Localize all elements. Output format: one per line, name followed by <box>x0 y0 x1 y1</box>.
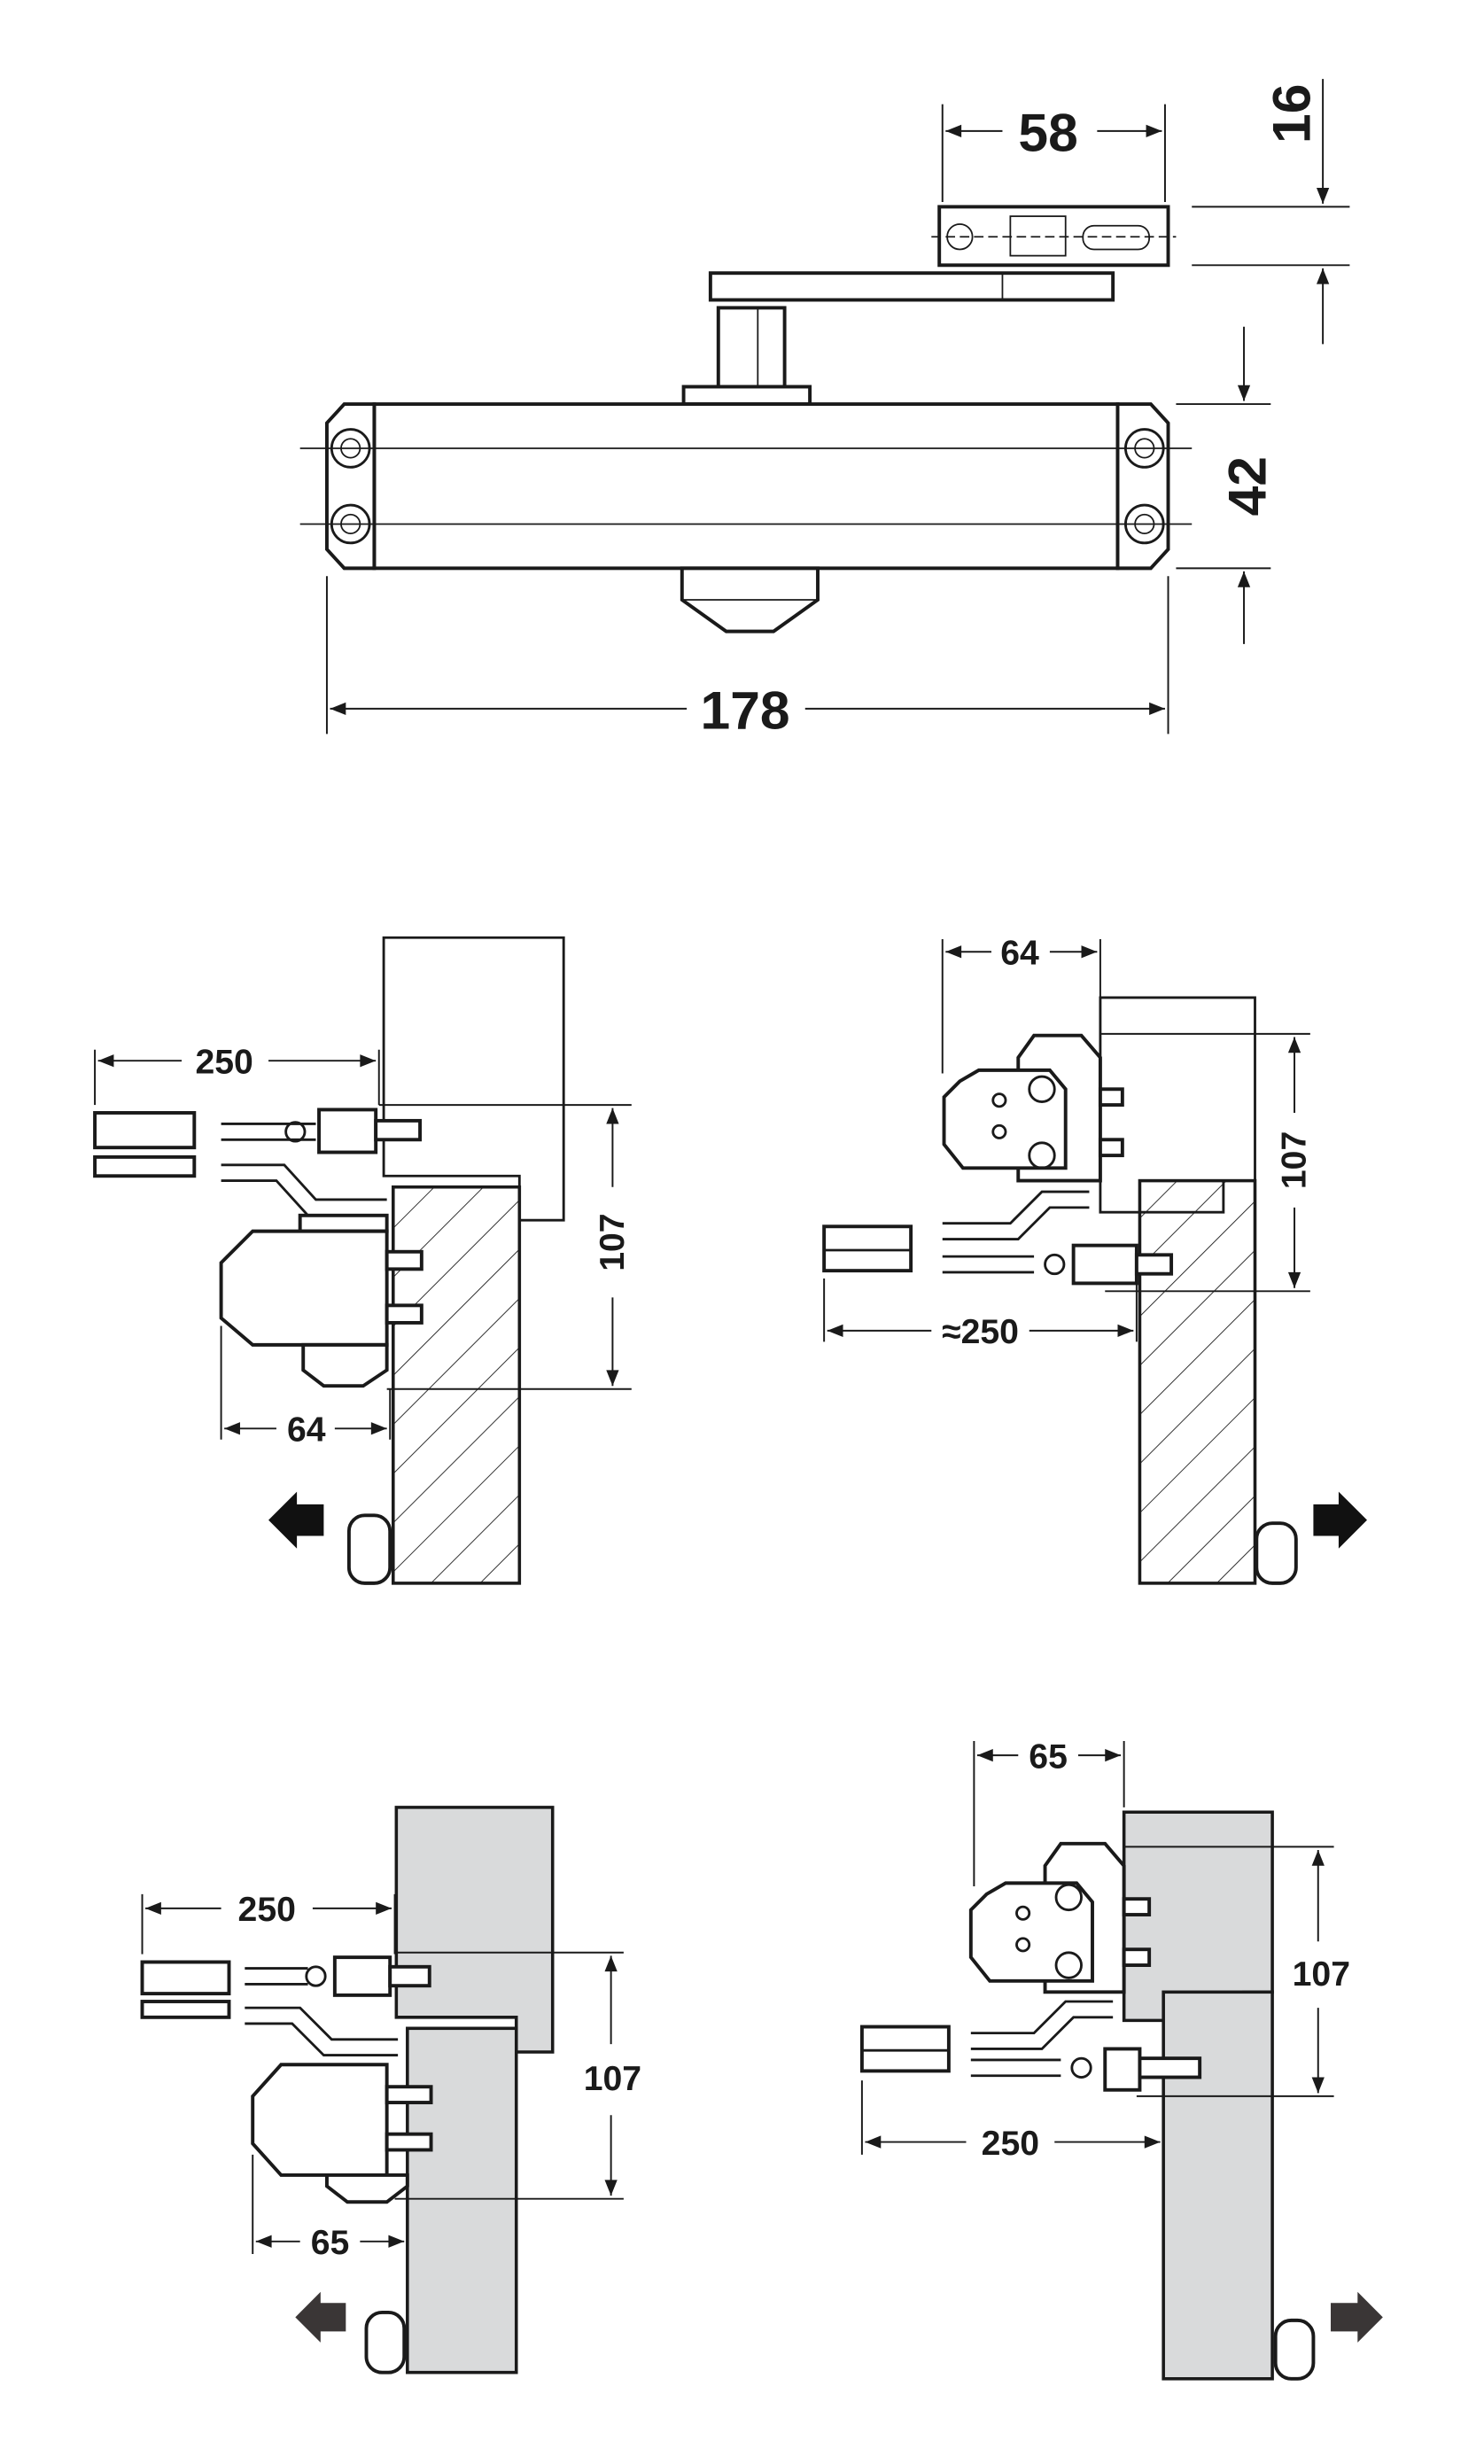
dimension-arm-250: 250 <box>982 2125 1039 2163</box>
dimension-depth-64: 64 <box>1000 935 1039 973</box>
dimension-depth-65: 65 <box>311 2224 350 2262</box>
mounting-shoe <box>931 205 1177 268</box>
dimension-height-42: 42 <box>1217 456 1278 516</box>
right-arrow-icon <box>1331 2291 1383 2343</box>
dimension-height-107: 107 <box>1293 1955 1350 1994</box>
mounting-panel-bottom-right: 65 107 250 <box>859 1737 1383 2381</box>
dimension-arm-approx-250: ≈250 <box>942 1313 1019 1351</box>
dimension-depth-65: 65 <box>1029 1737 1068 1776</box>
dimension-height-107: 107 <box>1276 1131 1314 1189</box>
dimension-shoe-height-16: 16 <box>1261 84 1321 144</box>
dimension-height-107: 107 <box>584 2060 641 2098</box>
right-arrow-icon <box>1313 1491 1367 1549</box>
closer-body <box>372 402 1120 571</box>
mounting-panel-top-right: 64 107 ≈250 <box>822 935 1367 1585</box>
dimension-width-178: 178 <box>701 680 790 741</box>
left-arrow-icon <box>268 1491 324 1549</box>
dimension-arm-250: 250 <box>195 1043 253 1081</box>
mounting-panel-top-left: 250 107 64 <box>93 936 632 1585</box>
dimension-arm-250: 250 <box>238 1891 296 1929</box>
closer-top-view: 178 58 16 42 <box>299 79 1350 741</box>
left-arrow-icon <box>295 2291 346 2343</box>
screw-holes <box>330 428 1165 545</box>
dimension-shoe-width-58: 58 <box>1018 103 1077 163</box>
dimension-height-107: 107 <box>594 1213 632 1271</box>
mounting-panel-bottom-left: 250 107 65 <box>140 1806 641 2375</box>
dimension-depth-64: 64 <box>287 1411 326 1450</box>
